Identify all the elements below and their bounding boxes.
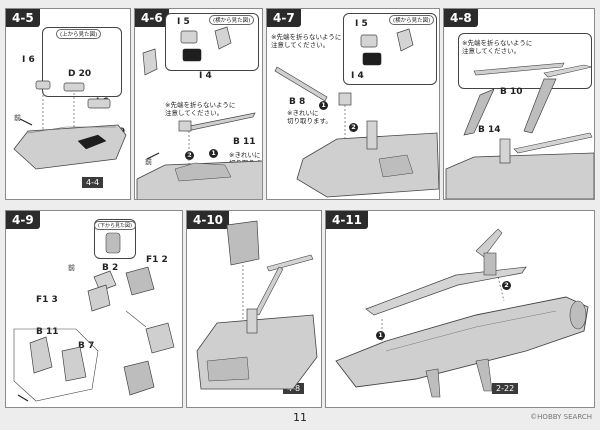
step-circle-1: 1 <box>319 101 328 110</box>
step-label: 4-8 <box>444 9 478 27</box>
part-tag: B 11 <box>233 137 256 147</box>
step-circle-2: 2 <box>185 151 194 160</box>
view-caption: (下から見た図) <box>94 221 136 230</box>
part-tag: B 7 <box>78 341 95 351</box>
caution-note: ※先端を折らないように 注意してください。 <box>462 39 533 55</box>
part-tag: F1 2 <box>146 255 168 265</box>
step-label: 4-7 <box>267 9 301 27</box>
part-tag: D 20 <box>68 69 92 79</box>
ship-drawing <box>335 228 589 398</box>
panel-step-4-7: 4-7 ※先端を折らないように 注意してください。 (横から見た図) I 5 I… <box>266 8 440 200</box>
watermark: ©HOBBY SEARCH <box>530 413 592 421</box>
step-circle-2: 2 <box>502 281 511 290</box>
part-tag: B 11 <box>36 327 59 337</box>
part-tag: I 4 <box>199 71 212 81</box>
ship-drawing <box>13 80 127 170</box>
panel-step-4-6: 4-6 (横から見た図) I 5 I 4 ※先端を折らないように 注意してくださ… <box>134 8 263 200</box>
part-tag: B 8 <box>289 97 306 107</box>
assembly-drawing <box>13 232 175 402</box>
view-bubble <box>458 33 592 89</box>
part-tag: I 6 <box>22 55 35 65</box>
view-caption: (横から見た図) <box>209 15 255 25</box>
reference-tag: 4-4 <box>82 177 104 188</box>
step-circle-1: 1 <box>376 331 385 340</box>
step-circle-1: 1 <box>209 149 218 158</box>
page-number: 11 <box>293 411 307 424</box>
panel-step-4-5: 4-5 (上から見た図) I 6 D 20 I 6 D 19 前 4-4 <box>5 8 131 200</box>
view-caption: (横から見た図) <box>389 15 435 25</box>
panel-step-4-11: 4-11 2-22 1 2 <box>325 210 595 408</box>
part-tag: B 10 <box>500 87 523 97</box>
ship-drawing <box>136 26 262 199</box>
ship-drawing <box>445 62 594 199</box>
part-tag: B 14 <box>478 125 501 135</box>
view-bubble <box>343 13 437 85</box>
step-circle-2: 2 <box>349 123 358 132</box>
panel-step-4-10: 4-10 4-8 <box>186 210 322 408</box>
view-caption: (上から見た図) <box>56 29 102 39</box>
part-tag: I 4 <box>351 71 364 81</box>
step-label: 4-9 <box>6 211 40 229</box>
caution-note: ※先端を折らないように 注意してください。 <box>271 33 342 49</box>
part-tag: F1 3 <box>36 295 58 305</box>
cut-note: ※きれいに 切り取ります。 <box>287 109 332 125</box>
ship-drawing <box>196 220 318 390</box>
step-label: 4-10 <box>187 211 230 229</box>
step-label: 4-5 <box>6 9 40 27</box>
front-marker: 前 <box>14 114 21 122</box>
part-tag: B 2 <box>102 263 119 273</box>
front-marker: 前 <box>68 264 75 272</box>
caution-note: ※先端を折らないように 注意してください。 <box>165 101 236 117</box>
panel-step-4-8: 4-8 ※先端を折らないように 注意してください。 B 10 B 14 前 <box>443 8 595 200</box>
part-tag: I 5 <box>355 19 368 29</box>
step-label: 4-11 <box>326 211 369 229</box>
part-tag: I 5 <box>177 17 190 27</box>
panel-step-4-9: 4-9 (下から見た図) B 2 F1 2 F1 3 B 11 B 7 前 <box>5 210 183 408</box>
reference-tag: 2-22 <box>492 383 519 394</box>
ship-drawing <box>274 28 439 198</box>
step-label: 4-6 <box>135 9 169 27</box>
front-marker: 前 <box>145 158 152 166</box>
